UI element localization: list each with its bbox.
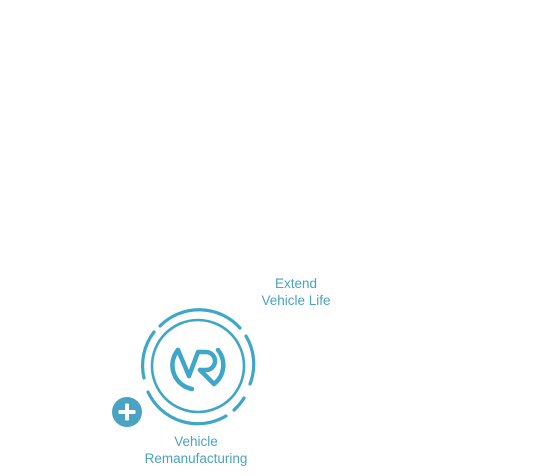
vehicle-remanufacturing-label[interactable]: Vehicle Remanufacturing (126, 433, 266, 467)
extend-label-line2: Vehicle Life (261, 293, 331, 308)
vr-logo-icon[interactable] (134, 302, 262, 430)
extend-label-line1: Extend (274, 276, 318, 291)
vr-label-line2: Remanufacturing (144, 451, 248, 466)
extend-vehicle-life-label[interactable]: Extend Vehicle Life (246, 275, 346, 309)
plus-icon[interactable] (111, 396, 143, 428)
vr-label-line1: Vehicle (174, 434, 218, 449)
